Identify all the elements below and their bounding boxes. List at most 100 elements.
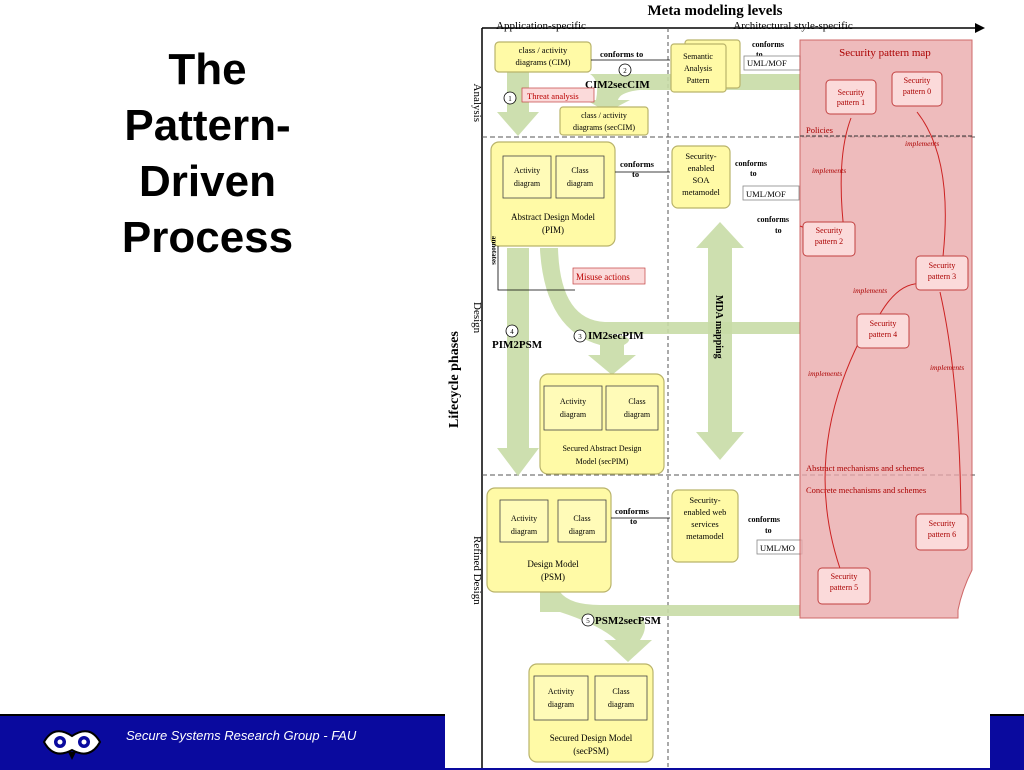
pattern-6-node <box>915 513 969 551</box>
svg-text:metamodel: metamodel <box>686 531 724 541</box>
mda-label: MDA mapping <box>713 295 724 359</box>
step-3-marker <box>573 329 587 343</box>
step-1-marker <box>503 91 517 105</box>
svg-text:Class: Class <box>571 166 588 175</box>
svg-text:Design Model: Design Model <box>527 559 579 569</box>
svg-text:diagrams (secCIM): diagrams (secCIM) <box>573 123 635 132</box>
step-4-number: 4 <box>510 328 514 336</box>
svg-text:diagram: diagram <box>514 179 541 188</box>
pim-box: Activity diagram Class diagram Abstract … <box>490 141 616 247</box>
svg-text:pattern 0: pattern 0 <box>903 87 931 96</box>
pattern-2-node <box>802 221 856 257</box>
phase-design-label: Design <box>471 302 483 334</box>
svg-text:Security: Security <box>929 261 956 270</box>
pattern-5-node <box>817 567 871 605</box>
svg-text:diagrams (CIM): diagrams (CIM) <box>515 57 570 67</box>
phase-analysis-label: Analysis <box>471 84 483 123</box>
step-4-marker <box>505 324 519 338</box>
axis-arrow-icon <box>975 23 985 33</box>
svg-text:Activity: Activity <box>514 166 540 175</box>
security-pattern-map: Security pattern map Policies Abstract m… <box>799 39 973 619</box>
implements-label-3: implements <box>853 286 887 295</box>
annotates-label: annotates <box>490 236 498 265</box>
pattern-4-node <box>856 313 910 349</box>
step-2-marker <box>618 63 632 77</box>
svg-text:Model (secPIM): Model (secPIM) <box>576 457 629 466</box>
svg-text:diagram: diagram <box>511 527 538 536</box>
svg-text:Activity: Activity <box>560 397 586 406</box>
threat-label: Threat analysis <box>527 91 579 101</box>
svg-text:(PSM): (PSM) <box>541 572 565 582</box>
phase-refined-label: Refined Design <box>471 536 483 605</box>
step-5-number: 5 <box>586 617 590 625</box>
cim2sec-label: CIM2secCIM <box>585 79 650 91</box>
abstract-mech-label: Abstract mechanisms and schemes <box>806 463 924 473</box>
svg-text:pattern 4: pattern 4 <box>869 330 897 339</box>
umlmo-label: UML/MO <box>760 543 795 553</box>
implements-label-2: implements <box>905 139 939 148</box>
svg-text:pattern 2: pattern 2 <box>815 237 843 246</box>
umlmof-label-1: UML/MOF <box>747 58 787 68</box>
svg-text:diagram: diagram <box>569 527 596 536</box>
svg-text:Analysis: Analysis <box>684 64 712 73</box>
title-line-4: Process <box>121 213 294 262</box>
cim-box: class / activity diagrams (CIM) <box>494 41 592 73</box>
conforms-label-7: conforms <box>748 515 780 524</box>
svg-text:class / activity: class / activity <box>581 111 627 120</box>
policies-label: Policies <box>806 125 833 135</box>
svg-text:diagram: diagram <box>608 700 635 709</box>
conforms-label-6: conforms <box>615 506 650 516</box>
svg-text:metamodel: metamodel <box>682 187 720 197</box>
svg-text:(secPSM): (secPSM) <box>573 746 609 756</box>
svg-text:pattern 1: pattern 1 <box>837 98 865 107</box>
conforms-to-5: to <box>775 226 782 235</box>
svg-text:Security-: Security- <box>689 495 720 505</box>
conforms-label-2: conforms <box>752 40 784 49</box>
svg-text:diagram: diagram <box>567 179 594 188</box>
semantic-box: Semantic Analysis Pattern <box>670 39 741 93</box>
psm-box: Activity diagram Class diagram Design Mo… <box>486 487 612 593</box>
step-5-marker <box>581 613 595 627</box>
svg-text:Semantic: Semantic <box>683 52 713 61</box>
step-1-number: 1 <box>508 95 512 103</box>
threat-box <box>521 87 595 103</box>
svg-text:Security: Security <box>870 319 897 328</box>
footer-text: Secure Systems Research Group - FAU <box>126 728 357 743</box>
axis-label: Lifecycle phases <box>447 331 462 428</box>
umlmof-box-2 <box>742 185 800 201</box>
step-3-number: 3 <box>578 333 582 341</box>
svg-text:Class: Class <box>612 687 629 696</box>
svg-text:(PIM): (PIM) <box>542 225 564 235</box>
svg-text:Activity: Activity <box>548 687 574 696</box>
header-label: Meta modeling levels <box>648 3 783 19</box>
title-line-1: The <box>168 45 247 94</box>
conforms-label-3: conforms <box>620 159 655 169</box>
svg-text:enabled web: enabled web <box>684 507 727 517</box>
conforms-to-6: to <box>630 516 637 526</box>
pim2psm-label: PIM2PSM <box>492 339 543 351</box>
svg-text:Security: Security <box>929 519 956 528</box>
pattern-1-node <box>825 79 877 115</box>
secpim-box: Activity diagram Class diagram Secured A… <box>539 373 665 475</box>
slide-title: The Pattern- Driven Process <box>90 42 325 266</box>
implements-label-5: implements <box>930 363 964 372</box>
svg-text:diagram: diagram <box>548 700 575 709</box>
svg-text:enabled: enabled <box>688 163 715 173</box>
conforms-to-3: to <box>632 169 639 179</box>
svg-text:Security: Security <box>904 76 931 85</box>
conforms-label-5: conforms <box>757 215 789 224</box>
svg-text:diagram: diagram <box>560 410 587 419</box>
conforms-label-1: conforms to <box>600 49 643 59</box>
svg-text:Activity: Activity <box>511 514 537 523</box>
col-arch-label: Architectural style-specific <box>733 20 853 32</box>
soa-box: Security- enabled SOA metamodel <box>671 145 731 209</box>
svg-text:Pattern: Pattern <box>687 76 710 85</box>
implements-label-1: implements <box>812 166 846 175</box>
svg-text:Security: Security <box>831 572 858 581</box>
step-2-number: 2 <box>623 67 627 75</box>
svg-text:pattern 6: pattern 6 <box>928 530 956 539</box>
title-line-2: Pattern- <box>124 101 291 150</box>
conforms-to-7: to <box>765 526 772 535</box>
svg-text:Class: Class <box>628 397 645 406</box>
